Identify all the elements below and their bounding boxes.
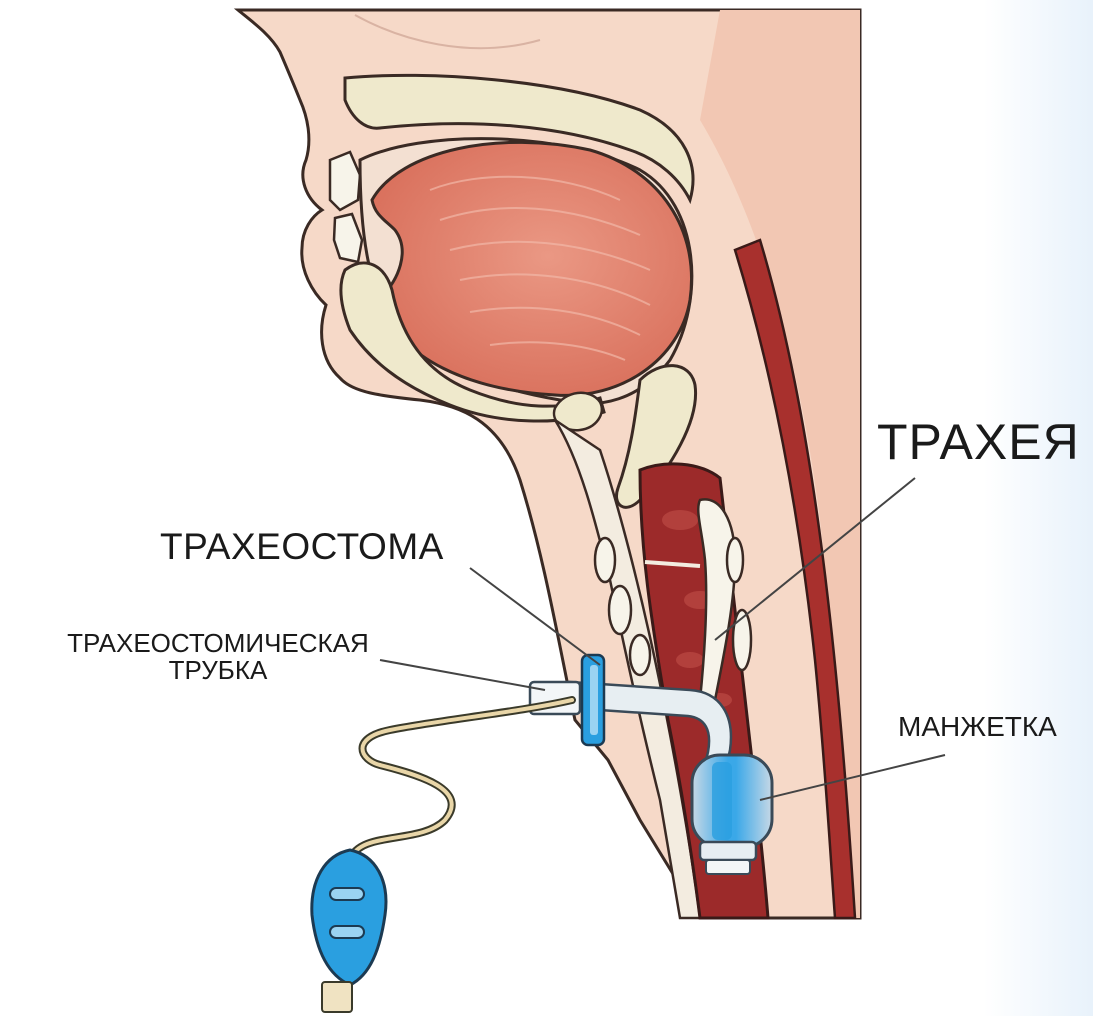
label-tube-line1: ТРАХЕОСТОМИЧЕСКАЯ bbox=[48, 630, 388, 657]
label-tube-line2: ТРУБКА bbox=[48, 657, 388, 684]
label-tracheostomy-tube: ТРАХЕОСТОМИЧЕСКАЯ ТРУБКА bbox=[48, 630, 388, 685]
label-cuff: МАНЖЕТКА bbox=[898, 712, 1057, 741]
label-tracheostomy: ТРАХЕОСТОМА bbox=[160, 528, 444, 567]
label-trachea: ТРАХЕЯ bbox=[877, 416, 1080, 469]
tube-flange-inner bbox=[590, 665, 598, 735]
